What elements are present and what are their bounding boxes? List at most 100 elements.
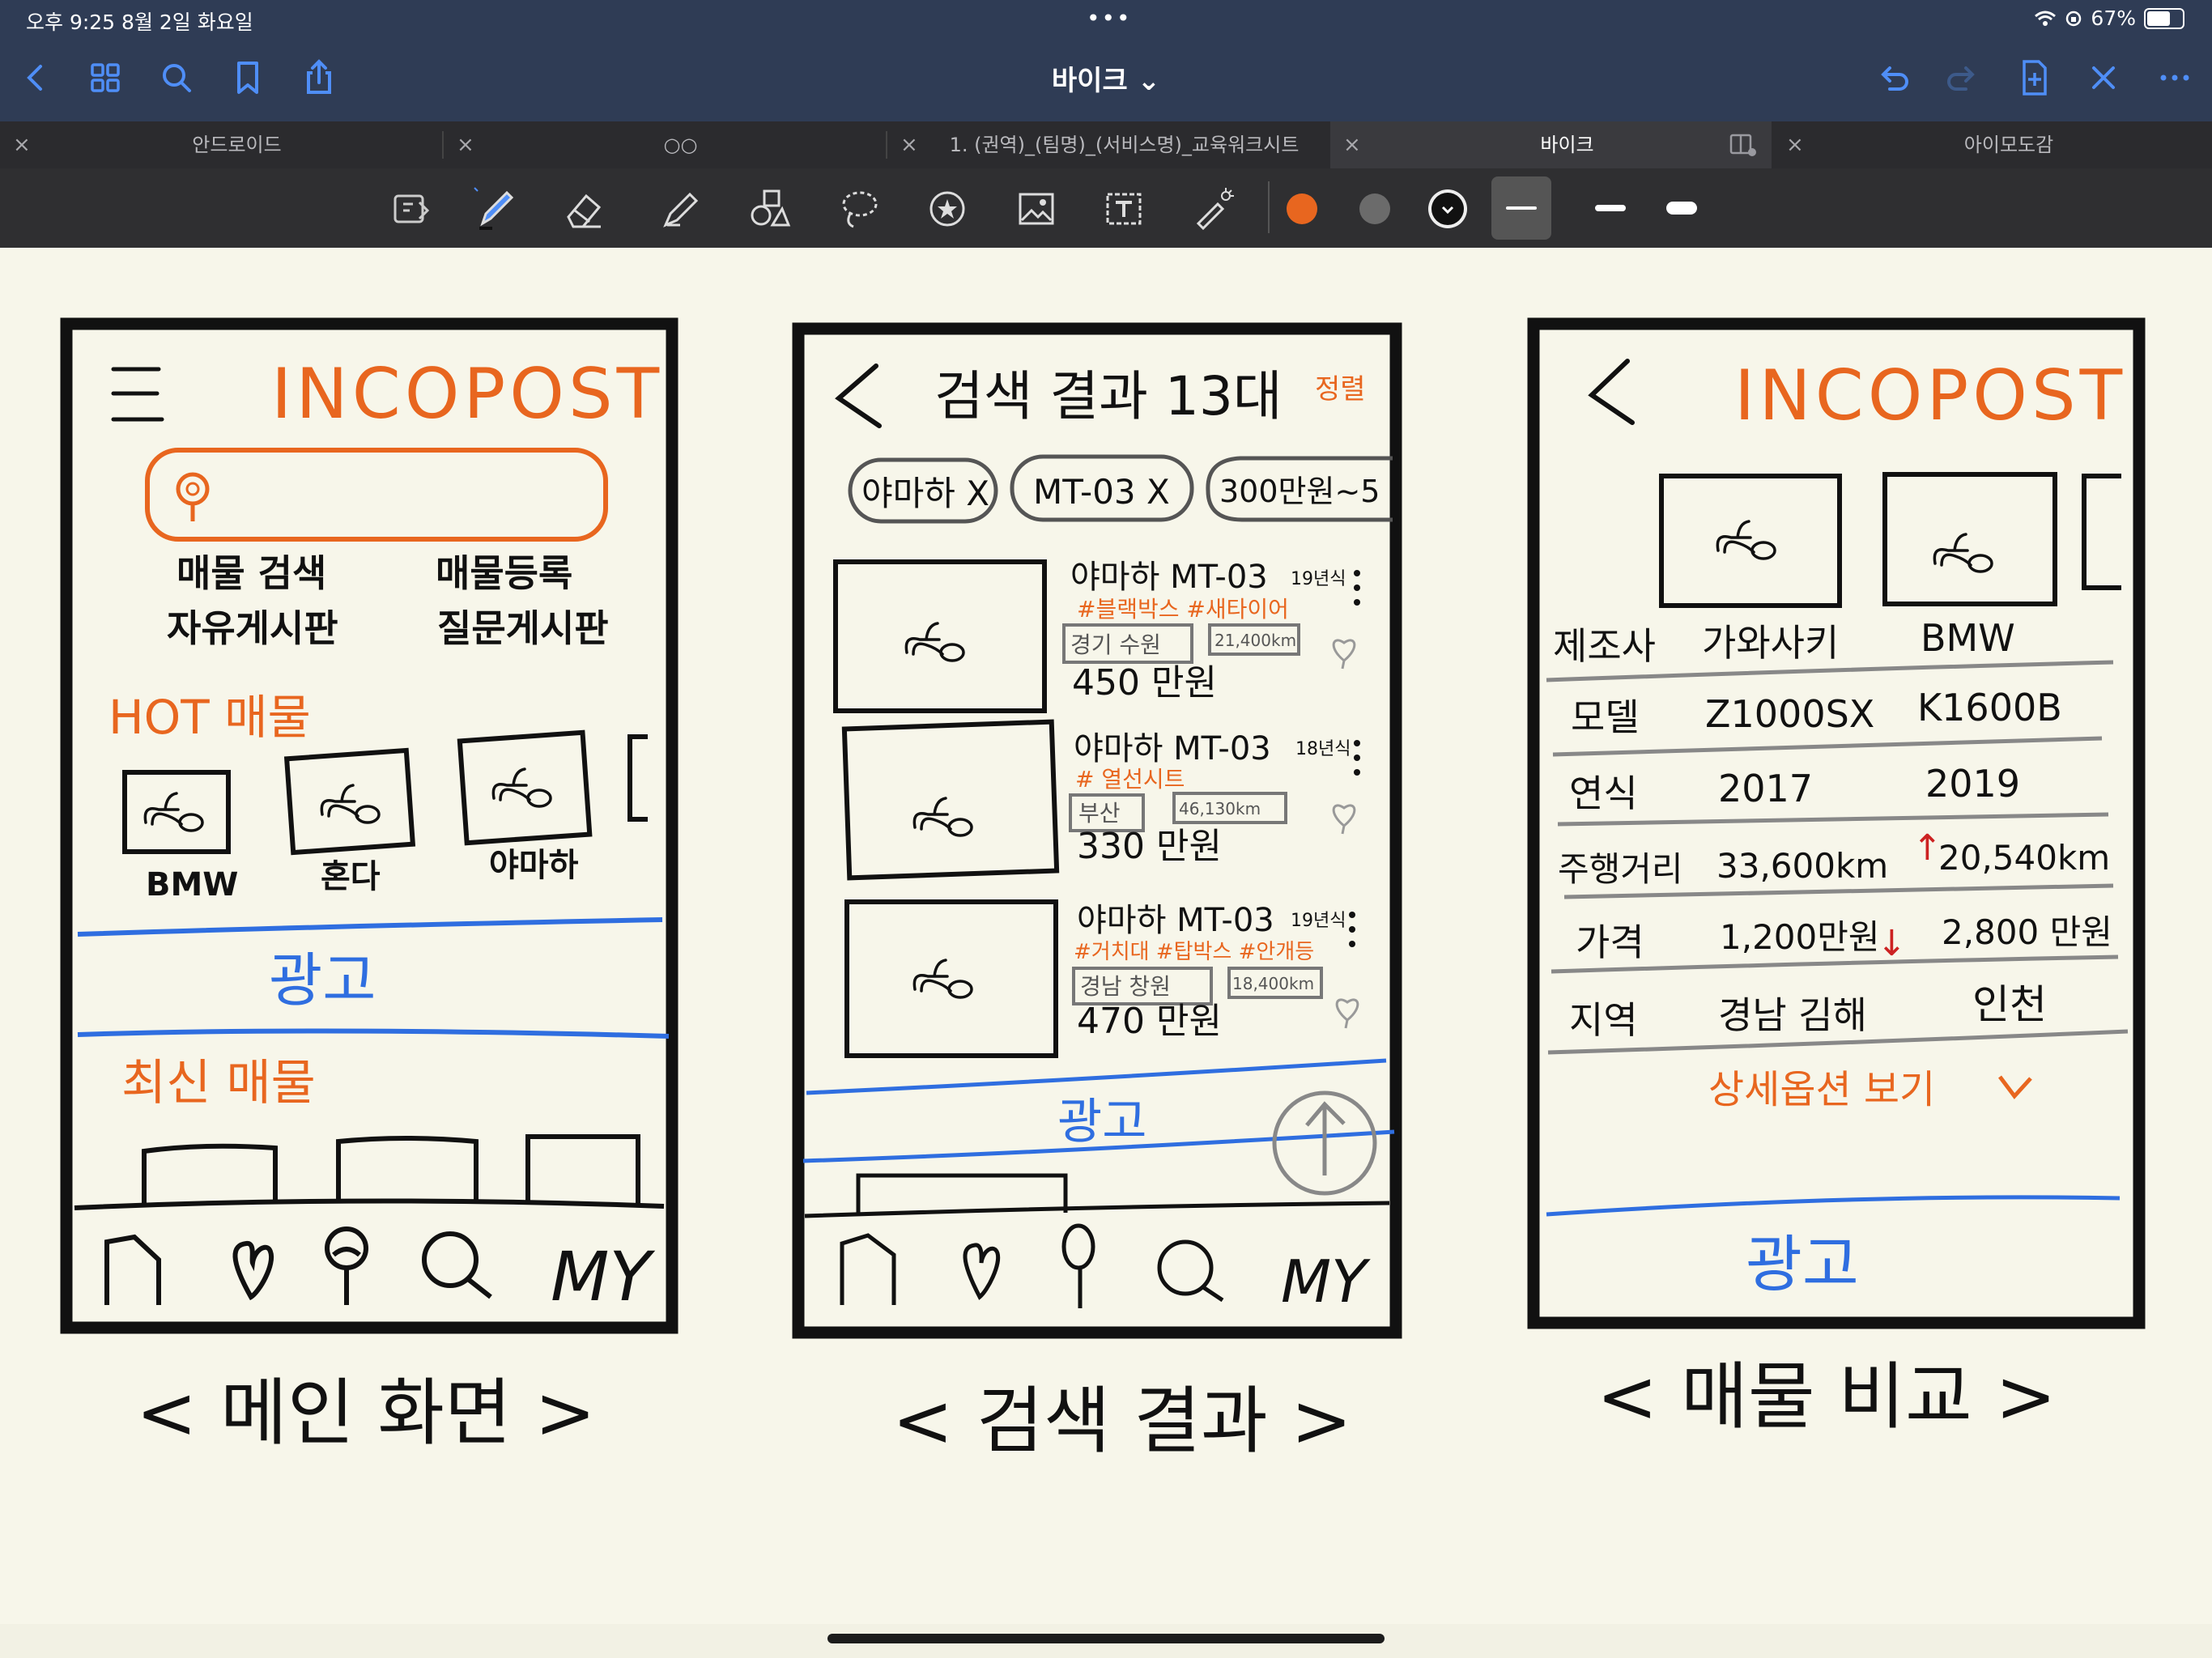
redo-icon[interactable] — [1942, 57, 1984, 99]
document-title[interactable]: 바이크 ⌄ — [1051, 65, 1161, 97]
highlighter-icon[interactable] — [654, 183, 706, 235]
latest-card — [336, 1136, 479, 1203]
tab-android[interactable]: × 안드로이드 — [0, 121, 441, 168]
bike-thumbnail-icon — [143, 792, 204, 832]
color-black-swatch[interactable] — [1422, 183, 1474, 235]
add-page-icon[interactable] — [2013, 57, 2055, 99]
tab-aimo[interactable]: × 아이모도감 — [1773, 121, 2212, 168]
map-pin-nav-icon — [1061, 1223, 1095, 1308]
image-icon[interactable] — [1010, 183, 1062, 235]
bike-thumbnail-icon — [491, 767, 552, 808]
kebab-menu-icon — [1354, 740, 1360, 776]
tools-divider — [1268, 181, 1270, 233]
bike-thumbnail-icon — [1933, 533, 1993, 573]
tab-close-icon[interactable]: × — [1343, 133, 1361, 157]
home-indicator[interactable] — [827, 1634, 1385, 1643]
battery-percent: 67% — [2091, 6, 2136, 30]
listing-mileage: 46,130km — [1179, 799, 1261, 818]
read-only-icon[interactable] — [385, 183, 437, 235]
favorite-heart-icon — [1332, 804, 1356, 835]
listing-tags: #거치대 #탑박스 #안개등 — [1074, 940, 1314, 964]
status-time-date: 오후 9:25 8월 2일 화요일 — [26, 11, 253, 34]
app-toolbar: 바이크 ⌄ — [0, 37, 2212, 121]
laser-pointer-icon[interactable] — [1187, 183, 1239, 235]
share-icon[interactable] — [298, 57, 340, 99]
kebab-menu-icon — [1354, 570, 1360, 606]
compare-image-a — [1659, 474, 1842, 608]
close-pen-icon[interactable] — [2082, 57, 2125, 99]
note-canvas[interactable] — [0, 248, 2212, 1624]
undo-icon[interactable] — [1872, 57, 1914, 99]
eraser-icon[interactable] — [559, 183, 610, 235]
bike-thumbnail-icon — [912, 797, 973, 837]
grid-icon[interactable] — [84, 57, 126, 99]
search-icon[interactable] — [155, 57, 198, 99]
tab-label: 1. (권역)_(팀명)_(서비스명)_교육워크시트 — [949, 134, 1300, 156]
menu-register-label: 매물등록 — [436, 551, 572, 595]
tab-close-icon[interactable]: × — [13, 133, 31, 157]
compare-value-a: 33,600km — [1716, 846, 1888, 886]
bike-thumbnail-icon — [320, 784, 381, 824]
more-icon[interactable] — [2154, 57, 2196, 99]
filter-chip — [1206, 456, 1393, 522]
tab-close-icon[interactable]: × — [900, 133, 918, 157]
hot-card-image — [122, 770, 231, 854]
multitasking-dots[interactable]: ••• — [1087, 5, 1132, 32]
compare-row-label: 주행거리 — [1558, 849, 1683, 889]
tab-bike[interactable]: × 바이크 — [1330, 121, 1772, 168]
tab-circles[interactable]: × ○○ — [444, 121, 885, 168]
listing-year: 19년식 — [1291, 911, 1346, 931]
app-logo: INCOPOST — [1734, 355, 2126, 436]
my-nav-label: MY — [551, 1237, 655, 1316]
sticker-icon[interactable] — [921, 183, 973, 235]
compare-value-b: 인천 — [1972, 981, 2047, 1028]
bookmark-icon[interactable] — [227, 57, 269, 99]
tab-close-icon[interactable]: × — [1786, 133, 1804, 157]
lower-indicator-icon: ↓ — [1877, 923, 1907, 964]
listing-region: 경기 수원 — [1070, 631, 1161, 658]
text-tool-icon[interactable] — [1098, 183, 1150, 235]
color-orange-swatch[interactable] — [1276, 183, 1328, 235]
listing-mileage: 21,400km — [1214, 631, 1296, 650]
listing-image — [844, 899, 1058, 1058]
stroke-thick-option[interactable] — [1652, 176, 1712, 240]
stroke-thin-option[interactable] — [1491, 176, 1551, 240]
color-gray-swatch[interactable] — [1349, 183, 1401, 235]
listing-price: 330 만원 — [1077, 826, 1222, 867]
compare-image-b — [1882, 472, 2057, 606]
ad-banner-label: 광고 — [1746, 1228, 1859, 1300]
listing-year: 18년식 — [1295, 739, 1351, 759]
higher-indicator-icon: ↑ — [1912, 827, 1942, 869]
results-title: 검색 결과 13대 — [934, 365, 1283, 427]
hot-listings-label: HOT 매물 — [108, 690, 311, 745]
ad-banner-label: 광고 — [1057, 1094, 1146, 1150]
kebab-menu-icon — [1349, 912, 1355, 947]
listing-year: 19년식 — [1291, 569, 1346, 589]
hot-card-image — [283, 747, 416, 856]
scroll-top-button — [1272, 1090, 1377, 1196]
compare-row-label: 제조사 — [1553, 624, 1656, 668]
chevron-down-icon — [1998, 1075, 2032, 1099]
compare-row-label: 가격 — [1576, 920, 1644, 964]
shapes-icon[interactable] — [743, 183, 795, 235]
caption-main-screen: < 메인 화면 > — [136, 1371, 596, 1456]
listing-price: 450 만원 — [1072, 662, 1217, 704]
more-options-label: 상세옵션 보기 — [1708, 1067, 1935, 1112]
compare-row-label: 모델 — [1571, 695, 1640, 739]
tab-label: 바이크 — [1540, 134, 1594, 156]
compare-value-a: 1,200만원 — [1720, 917, 1880, 957]
screen-main: INCOPOST 매물 검색 매물등록 자유게시판 질문게시판 HOT 매물 B… — [60, 317, 678, 1456]
hot-brand-label: 혼다 — [321, 858, 381, 895]
lasso-icon[interactable] — [834, 183, 886, 235]
my-nav-label: MY — [1281, 1248, 1371, 1316]
split-view-icon[interactable] — [1729, 133, 1757, 157]
hot-brand-label: BMW — [146, 866, 238, 903]
tab-worksheet[interactable]: × 1. (권역)_(팀명)_(서비스명)_교육워크시트 — [887, 121, 1329, 168]
heart-nav-icon — [232, 1241, 274, 1301]
latest-card — [856, 1173, 1068, 1213]
stroke-medium-option[interactable] — [1580, 176, 1640, 240]
hamburger-menu-icon — [111, 367, 164, 422]
back-icon[interactable] — [15, 57, 57, 99]
tab-close-icon[interactable]: × — [457, 133, 474, 157]
pen-icon[interactable] — [470, 183, 521, 235]
